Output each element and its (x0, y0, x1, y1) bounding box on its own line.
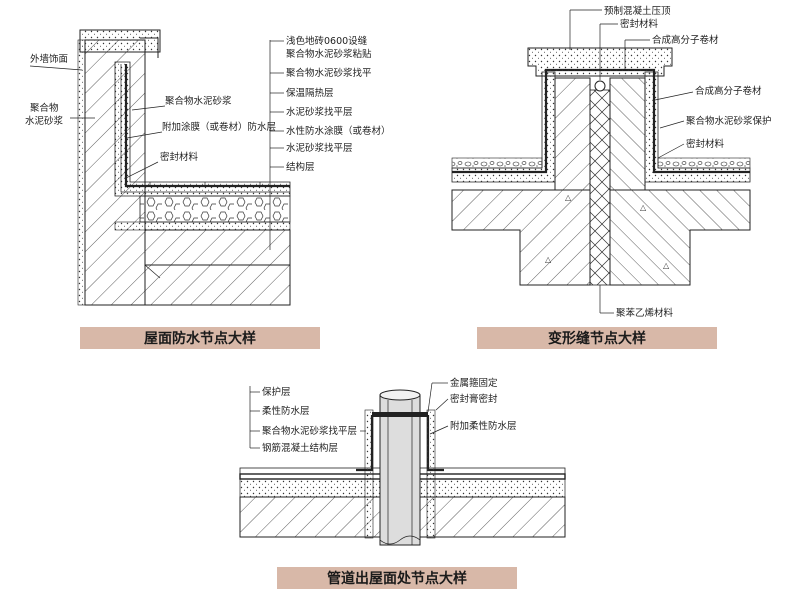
pipe-label-flexible-membrane: 柔性防水层 (262, 405, 310, 417)
joint-caption-box (477, 327, 717, 349)
pipe-label-additional-membrane: 附加柔性防水层 (450, 420, 517, 432)
roof-leveling-layer (114, 221, 291, 231)
joint-label-membrane-top: 合成高分子卷材 (652, 34, 719, 46)
joint-right-pebble (657, 157, 751, 169)
joint-left-upstand (554, 77, 591, 191)
pipe-label-protection: 保护层 (262, 386, 291, 398)
pipe-label-leveling: 聚合物水泥砂浆找平层 (262, 425, 357, 437)
roof-label-wall-finish: 外墙饰面 (30, 53, 68, 65)
pipe-label-metal-clamp: 金属箍固定 (450, 377, 498, 389)
roof-label-polymer-level: 聚合物水泥砂浆找平 (286, 67, 372, 79)
joint-caption: 变形缝节点大样 (548, 330, 646, 347)
roof-slab-lower (144, 264, 291, 306)
roof-caption: 屋面防水节点大样 (144, 330, 256, 347)
roof-label-polymer: 聚合物 (30, 102, 59, 114)
roof-label-insulation: 保温隔热层 (286, 87, 334, 99)
roof-slab-structure (144, 229, 291, 266)
joint-label-mortar-protection: 聚合物水泥砂浆保护 (686, 115, 772, 127)
joint-right-upstand (609, 77, 646, 191)
roof-mortar-upturn (114, 61, 291, 197)
roof-label-additional-membrane: 附加涂膜（或卷材）防水层 (162, 121, 276, 133)
roof-label-tile-bond: 聚合物水泥砂浆粘贴 (286, 48, 372, 60)
roof-label-structure: 结构层 (286, 161, 315, 173)
roof-caption-box (80, 327, 320, 349)
svg-text:△: △ (565, 193, 572, 202)
joint-label-sealant-top: 密封材料 (620, 18, 659, 30)
pipe-metal-clamp (372, 412, 428, 417)
roof-wall-finish (77, 39, 86, 306)
pipe-body (379, 394, 421, 546)
joint-label-sealant-side: 密封材料 (686, 138, 725, 150)
roof-label-tile: 浅色地砖0600设缝 (286, 35, 368, 47)
joint-right-slab (609, 189, 751, 286)
roof-label-polymer-mortar: 聚合物水泥砂浆 (165, 95, 232, 107)
roof-waterproofing-detail: 外墙饰面 聚合物 水泥砂浆 聚合物水泥砂浆 附加涂膜（或卷材）防水层 密封材料 … (25, 29, 391, 349)
pipe-top-opening (379, 389, 421, 401)
joint-label-precast-coping: 预制混凝土压顶 (604, 5, 671, 17)
svg-text:△: △ (663, 261, 670, 270)
roof-label-mortar-level-2: 水泥砂浆找平层 (286, 142, 353, 154)
joint-label-polystyrene: 聚苯乙烯材料 (616, 307, 674, 319)
expansion-joint-detail: △ △ △ △ 预制混凝土压顶 密封材料 合成高分子卷材 合成高分子卷材 聚合物… (451, 5, 772, 349)
joint-left-pebble (451, 157, 543, 169)
joint-backer-rod (594, 80, 606, 92)
roof-parapet-cap (79, 29, 161, 53)
joint-label-membrane-side: 合成高分子卷材 (695, 85, 762, 97)
pipe-label-sealant: 密封膏密封 (450, 393, 498, 405)
joint-polystyrene-fill (589, 89, 611, 286)
pipe-penetration-detail: 保护层 柔性防水层 聚合物水泥砂浆找平层 钢筋混凝土结构层 金属箍固定 密封膏密… (239, 377, 566, 589)
roof-label-mortar-level-1: 水泥砂浆找平层 (286, 106, 353, 118)
roof-label-cement-mortar: 水泥砂浆 (25, 115, 64, 127)
roof-insulation-layer (139, 195, 291, 223)
roof-label-sealant: 密封材料 (160, 151, 199, 163)
pipe-label-structure: 钢筋混凝土结构层 (262, 442, 338, 454)
pipe-caption-box (277, 567, 517, 589)
svg-text:△: △ (545, 255, 552, 264)
roof-label-water-membrane: 水性防水涂膜（或卷材） (286, 125, 391, 137)
pipe-caption: 管道出屋面处节点大样 (327, 570, 467, 587)
svg-text:△: △ (640, 203, 647, 212)
joint-left-slab (451, 189, 591, 286)
